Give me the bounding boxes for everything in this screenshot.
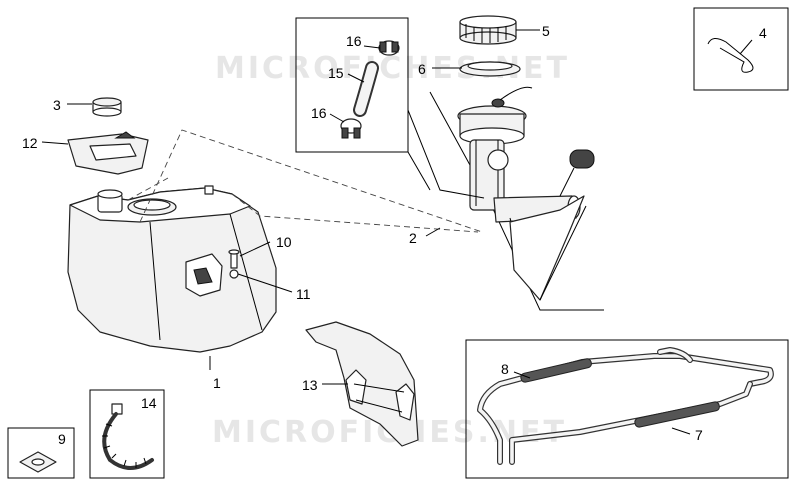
- nut: [229, 269, 239, 279]
- clip-nut-inset: [7, 427, 75, 479]
- leader-lines: [41, 29, 753, 435]
- lock-ring: [459, 15, 517, 45]
- callout-1: 1: [213, 375, 221, 391]
- callout-8: 8: [501, 361, 509, 377]
- callout-6: 6: [418, 61, 426, 77]
- callout-9: 9: [58, 431, 66, 447]
- hose-sleeve-upper: [520, 358, 592, 383]
- fuel-lines-inset: [465, 339, 789, 479]
- callout-11: 11: [296, 286, 311, 302]
- clamp-inset: [89, 389, 165, 479]
- cable-tie-clamp: [102, 403, 154, 470]
- hose-inset: [295, 17, 485, 199]
- filler-cap: [92, 97, 122, 117]
- alignment-line: [127, 129, 483, 233]
- hose-clamp-lower: [340, 118, 362, 139]
- callout-4: 4: [759, 25, 767, 41]
- screw: [228, 249, 240, 269]
- callout-7: 7: [695, 427, 703, 443]
- retaining-clip: [707, 38, 754, 73]
- fuel-pump: [429, 86, 604, 311]
- callout-12: 12: [22, 135, 38, 151]
- callout-3: 3: [53, 97, 61, 113]
- hose-sleeve-lower: [634, 401, 720, 428]
- callout-10: 10: [276, 234, 292, 250]
- callout-labels: 1 2 3 4 5 6 7 8 9 10 11 12 13 14 15 16 1…: [22, 23, 767, 447]
- callout-16-lower: 16: [311, 105, 327, 121]
- callout-5: 5: [542, 23, 550, 39]
- callout-16-upper: 16: [346, 33, 362, 49]
- callout-15: 15: [328, 65, 344, 81]
- clip-inset: [693, 7, 789, 91]
- heat-shield: [305, 321, 419, 447]
- gasket: [459, 61, 521, 77]
- fuel-tank: [67, 185, 277, 353]
- filler-cover: [67, 131, 149, 175]
- hose-clamp-upper: [378, 40, 400, 56]
- callout-14: 14: [141, 395, 157, 411]
- callout-2: 2: [409, 230, 417, 246]
- callout-13: 13: [302, 377, 318, 393]
